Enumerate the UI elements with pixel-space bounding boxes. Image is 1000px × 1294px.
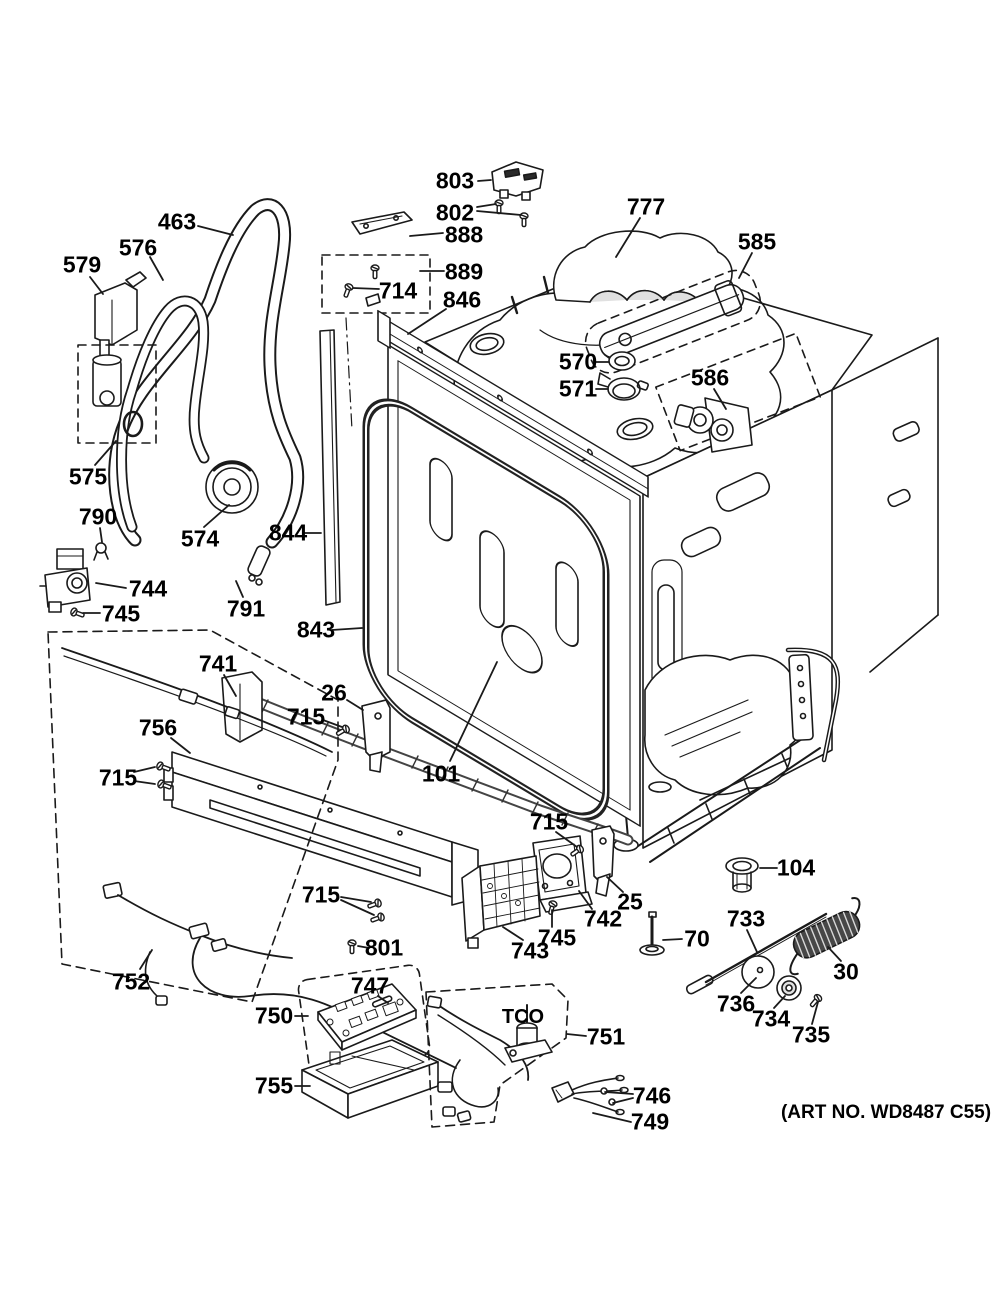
part-label-574: 574 <box>180 525 220 552</box>
part-label-745: 745 <box>537 924 577 951</box>
screw-715 <box>365 897 383 912</box>
part-label-733: 733 <box>726 905 766 932</box>
screw-735 <box>807 992 824 1010</box>
part-label-570: 570 <box>558 348 598 375</box>
spring-30 <box>789 897 861 976</box>
part-label-790: 790 <box>78 503 118 530</box>
part-label-715: 715 <box>286 703 326 730</box>
part-label-25: 25 <box>617 888 643 915</box>
part-label-747: 747 <box>350 972 390 999</box>
part-label-741: 741 <box>198 650 238 677</box>
door-latch-803 <box>491 161 544 201</box>
part-label-104: 104 <box>776 854 816 881</box>
art-number: (ART NO. WD8487 C55) <box>780 1102 992 1123</box>
part-label-843: 843 <box>296 616 336 643</box>
vent-duct-585 <box>584 269 762 374</box>
rod-733 <box>685 912 828 995</box>
bracket-579 <box>94 271 147 387</box>
pump-disc-574 <box>205 460 259 514</box>
part-label-585: 585 <box>737 228 777 255</box>
part-label-715: 715 <box>529 808 569 835</box>
bracket-888 <box>351 211 413 235</box>
part-label-889: 889 <box>444 258 484 285</box>
part-label-801: 801 <box>364 934 404 961</box>
part-label-26: 26 <box>321 679 347 706</box>
part-label-746: 746 <box>632 1082 672 1109</box>
part-label-777: 777 <box>626 193 666 220</box>
part-label-736: 736 <box>716 990 756 1017</box>
part-label-70: 70 <box>684 925 710 952</box>
part-label-30: 30 <box>833 958 859 985</box>
part-label-802: 802 <box>435 199 475 226</box>
part-label-579: 579 <box>62 251 102 278</box>
air-gap-570-571 <box>597 351 649 401</box>
access-panel-756 <box>163 751 479 906</box>
part-label-846: 846 <box>442 286 482 313</box>
part-label-586: 586 <box>690 364 730 391</box>
wire-harness-752 <box>47 629 457 1069</box>
part-label-755: 755 <box>254 1072 294 1099</box>
door-insulation-741 <box>221 671 634 846</box>
part-label-756: 756 <box>138 714 178 741</box>
screw-801 <box>347 939 357 955</box>
trim-strip-844 <box>319 317 353 606</box>
part-label-751: 751 <box>586 1023 626 1050</box>
vent-cover-777 <box>552 230 733 303</box>
pulley-734 <box>776 975 802 1001</box>
part-label-745: 745 <box>101 600 141 627</box>
leveling-bolt-70 <box>639 911 665 956</box>
part-label-101: 101 <box>421 760 461 787</box>
part-label-571: 571 <box>558 375 598 402</box>
clip-790 <box>93 542 109 561</box>
part-label-744: 744 <box>128 575 168 602</box>
part-label-791: 791 <box>226 595 266 622</box>
kit-575 <box>77 344 157 444</box>
screw-802 <box>494 199 504 215</box>
part-label-575: 575 <box>68 463 108 490</box>
drain-pump-586 <box>654 332 822 453</box>
part-label-844: 844 <box>268 519 308 546</box>
tco-harness-751 <box>425 983 569 1128</box>
nut-104 <box>725 857 759 893</box>
part-label-734: 734 <box>751 1005 791 1032</box>
part-label-742: 742 <box>583 905 623 932</box>
hose-clamp-791 <box>247 545 271 586</box>
part-label-735: 735 <box>791 1021 831 1048</box>
part-label-714: 714 <box>378 277 418 304</box>
part-label-463: 463 <box>157 208 197 235</box>
part-label-743: 743 <box>510 937 550 964</box>
tub-cabinet-outline <box>424 261 939 863</box>
part-label-750: 750 <box>254 1002 294 1029</box>
part-label-888: 888 <box>444 221 484 248</box>
harness-746-749 <box>551 1074 629 1116</box>
base-pan-755 <box>301 1039 439 1119</box>
part-label-TCO: TCO <box>501 1006 545 1028</box>
part-label-803: 803 <box>435 167 475 194</box>
bracket-25 <box>591 825 615 897</box>
leader-lines <box>82 179 842 1123</box>
part-label-749: 749 <box>630 1108 670 1135</box>
bracket-26 <box>361 699 391 773</box>
kit-889 <box>321 254 431 314</box>
inlet-valve-744 <box>39 548 91 613</box>
part-label-576: 576 <box>118 234 158 261</box>
part-label-715: 715 <box>301 881 341 908</box>
part-label-752: 752 <box>111 968 151 995</box>
junction-box-743 <box>461 855 541 949</box>
washer-736 <box>741 955 775 989</box>
part-label-715: 715 <box>98 764 138 791</box>
inner-door-panel-101 <box>362 309 649 827</box>
